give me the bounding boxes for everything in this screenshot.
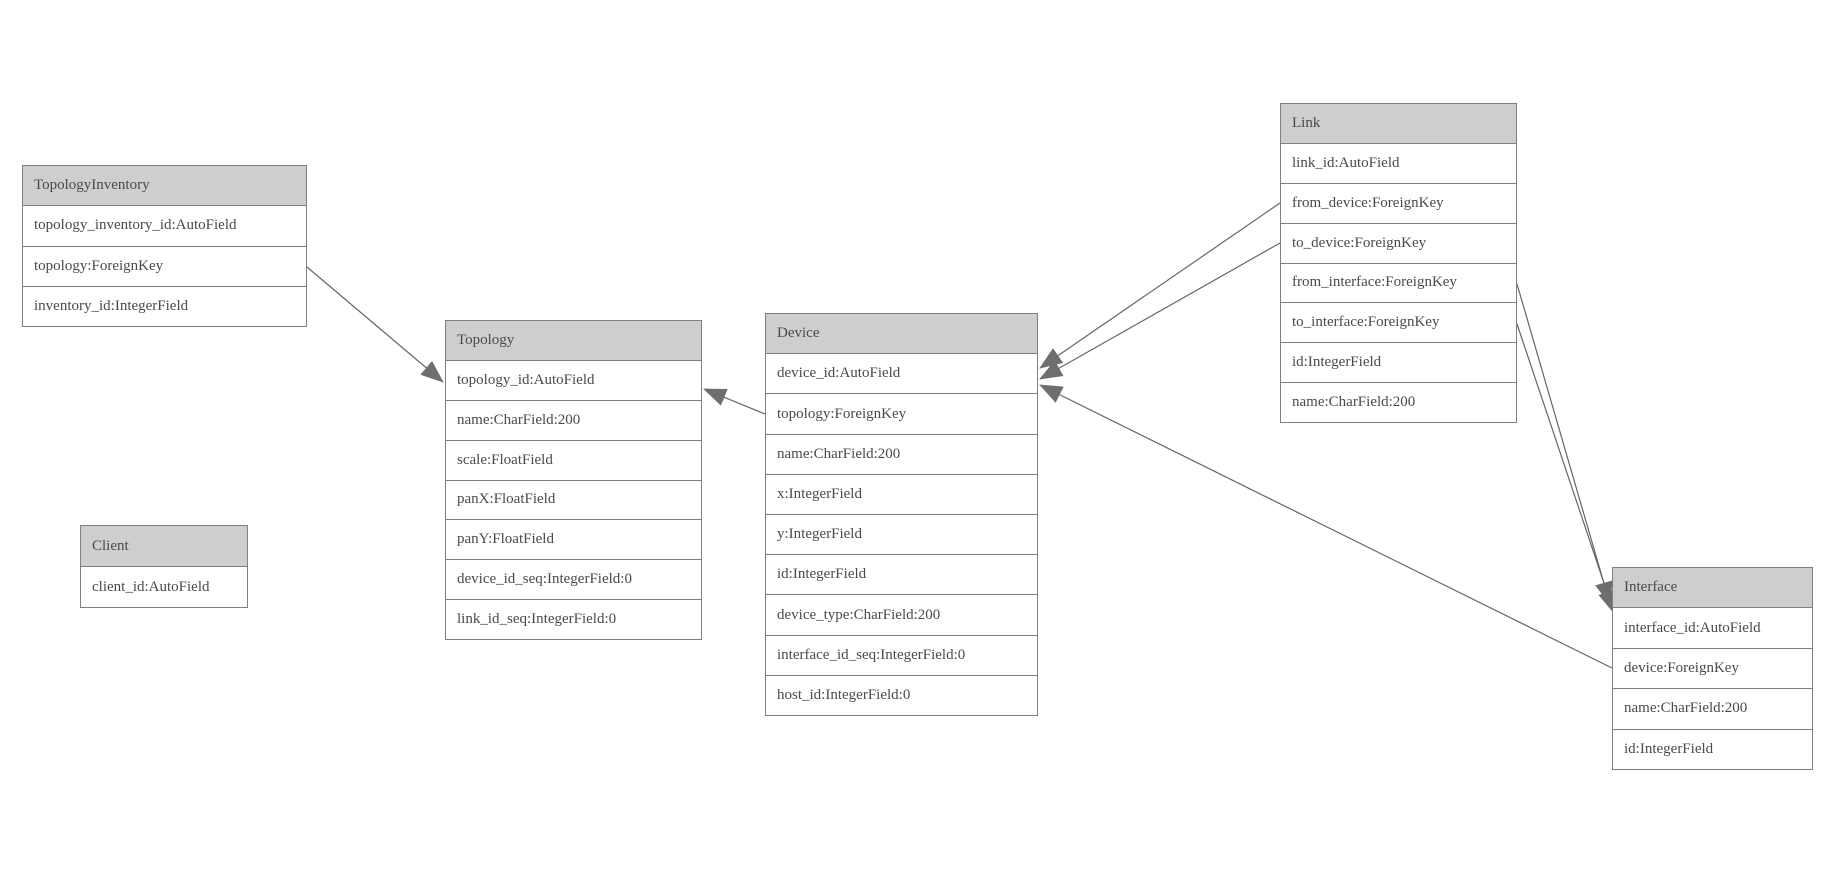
field-row-link-1: from_device:ForeignKey (1281, 183, 1516, 224)
field-row-link-2: to_device:ForeignKey (1281, 223, 1516, 264)
field-row-link-5: id:IntegerField (1281, 343, 1516, 384)
field-row-device-3: x:IntegerField (766, 474, 1037, 516)
edge-link-to-device (1039, 242, 1281, 380)
field-row-topology-0: topology_id:AutoField (446, 360, 701, 401)
entity-title-topology: Topology (446, 321, 701, 361)
field-row-topology-inventory-2: inventory_id:IntegerField (23, 286, 306, 326)
field-row-interface-0: interface_id:AutoField (1613, 608, 1812, 649)
field-row-device-6: device_type:CharField:200 (766, 595, 1037, 636)
entity-title-topology-inventory: TopologyInventory (23, 166, 306, 207)
field-row-topology-5: device_id_seq:IntegerField:0 (446, 560, 701, 601)
entity-title-device: Device (766, 314, 1037, 355)
entity-title-link: Link (1281, 104, 1516, 144)
entity-title-client: Client (81, 526, 247, 567)
edge-link-from-device (1039, 202, 1281, 369)
edge-device-topology (703, 388, 766, 415)
edge-link-to-interface (1516, 323, 1616, 614)
field-row-device-7: interface_id_seq:IntegerField:0 (766, 635, 1037, 676)
field-row-topology-1: name:CharField:200 (446, 400, 701, 441)
field-row-link-3: from_interface:ForeignKey (1281, 263, 1516, 304)
field-row-device-2: name:CharField:200 (766, 434, 1037, 475)
field-row-device-4: y:IntegerField (766, 515, 1037, 556)
field-row-interface-1: device:ForeignKey (1613, 648, 1812, 690)
field-row-topology-3: panX:FloatField (446, 480, 701, 521)
entity-title-interface: Interface (1613, 568, 1812, 609)
edge-interface-device (1039, 384, 1613, 669)
field-row-device-5: id:IntegerField (766, 555, 1037, 596)
field-row-interface-2: name:CharField:200 (1613, 689, 1812, 730)
field-row-topology-4: panY:FloatField (446, 520, 701, 561)
edge-link-from-interface (1516, 283, 1613, 605)
edge-topologyinventory-topology (306, 266, 444, 383)
field-row-link-0: link_id:AutoField (1281, 143, 1516, 184)
field-row-topology-6: link_id_seq:IntegerField:0 (446, 600, 701, 639)
field-row-topology-2: scale:FloatField (446, 440, 701, 481)
field-row-device-8: host_id:IntegerField:0 (766, 675, 1037, 716)
field-row-link-6: name:CharField:200 (1281, 383, 1516, 422)
field-row-topology-inventory-1: topology:ForeignKey (23, 246, 306, 287)
field-row-client-0: client_id:AutoField (81, 567, 247, 607)
field-row-topology-inventory-0: topology_inventory_id:AutoField (23, 206, 306, 247)
field-row-device-0: device_id:AutoField (766, 354, 1037, 395)
field-row-link-4: to_interface:ForeignKey (1281, 303, 1516, 344)
field-row-device-1: topology:ForeignKey (766, 394, 1037, 435)
field-row-interface-3: id:IntegerField (1613, 729, 1812, 770)
